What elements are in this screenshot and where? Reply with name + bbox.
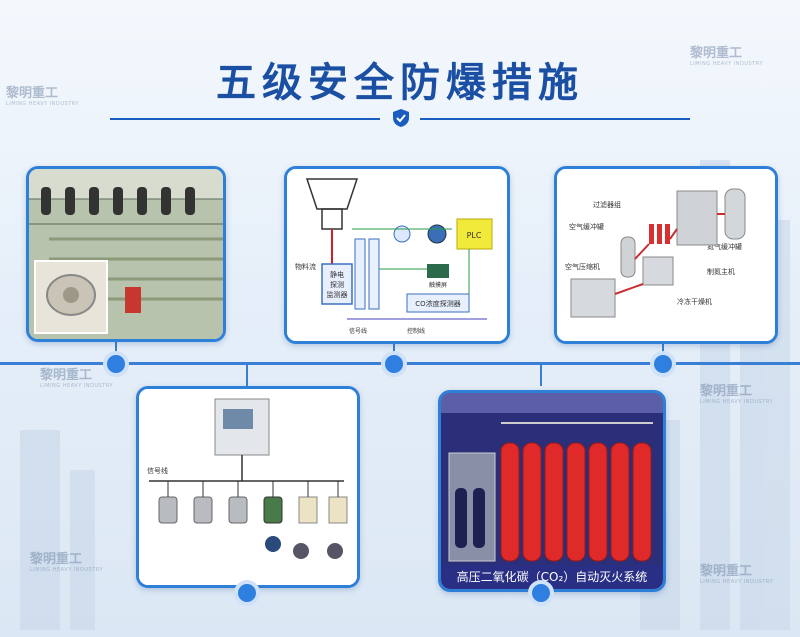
nitrogen-main-unit-label: 制氮主机 [707, 267, 735, 276]
monitor-label-1: 静电 [330, 270, 344, 279]
timeline-node-2 [381, 351, 407, 377]
co2-cylinder-illustration [441, 393, 663, 565]
timeline-node-1 [103, 351, 129, 377]
sensor-screen-label: 触摸屏 [429, 281, 447, 289]
signal-line-label: 信号线 [147, 466, 168, 475]
bag-filter-illustration [29, 169, 223, 339]
freeze-dryer-label: 冷冻干燥机 [677, 297, 712, 306]
card-bag-filter [26, 166, 226, 342]
nitrogen-buffer-tank-label: 氮气缓冲罐 [707, 242, 742, 251]
timeline-node-4 [234, 580, 260, 606]
control-line-label: 控制线 [407, 327, 425, 335]
connector-5 [540, 364, 542, 386]
monitor-label-3: 监测器 [327, 290, 348, 299]
filter-group-label: 过滤器组 [593, 200, 621, 209]
co-detector-label: CO浓度探测器 [415, 299, 460, 308]
title-line-left [110, 118, 380, 120]
monitor-label-2: 探测 [330, 280, 344, 289]
card-gas-detectors: 信号线 [136, 386, 360, 588]
timeline-node-5 [528, 580, 554, 606]
air-buffer-tank-label: 空气缓冲罐 [569, 222, 604, 231]
card-nitrogen-system: 过滤器组 空气缓冲罐 空气压缩机 氮气缓冲罐 制氮主机 冷冻干燥机 [554, 166, 778, 344]
plc-label: PLC [467, 231, 482, 240]
title-line-right [420, 118, 690, 120]
shield-icon [393, 109, 409, 127]
gas-detector-diagram: 信号线 [139, 389, 357, 585]
material-flow-label: 物料流 [295, 262, 316, 271]
co2-caption: 高压二氧化碳（CO₂）自动灭火系统 [441, 565, 663, 589]
co-detection-diagram: 静电 探测 监测器 物料流 PLC 触摸屏 CO浓度探测器 信号线 控制线 [287, 169, 507, 341]
nitrogen-system-diagram: 过滤器组 空气缓冲罐 空气压缩机 氮气缓冲罐 制氮主机 冷冻干燥机 [557, 169, 775, 341]
air-compressor-label: 空气压缩机 [565, 262, 600, 271]
timeline-node-3 [650, 351, 676, 377]
connector-4 [246, 364, 248, 386]
signal-line-label: 信号线 [349, 327, 367, 335]
page-title: 五级安全防爆措施 [216, 60, 584, 106]
card-co-detection: 静电 探测 监测器 物料流 PLC 触摸屏 CO浓度探测器 信号线 控制线 [284, 166, 510, 344]
card-co2-fire-suppression: 高压二氧化碳（CO₂）自动灭火系统 [438, 390, 666, 592]
